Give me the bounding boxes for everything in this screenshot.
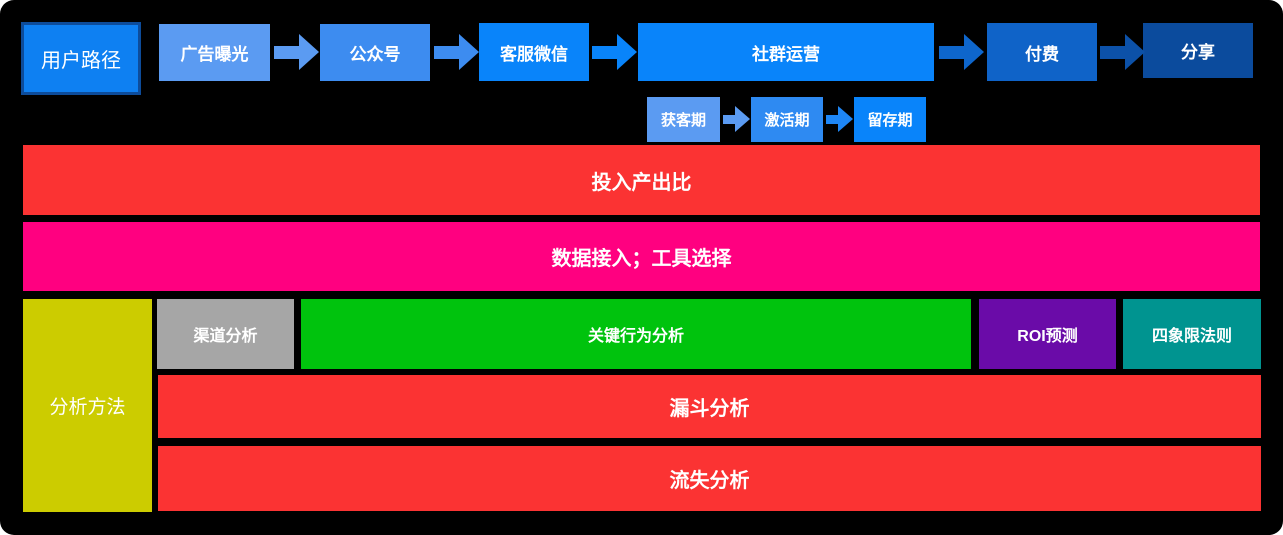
arrow-head <box>1125 34 1145 70</box>
phase-retention: 留存期 <box>854 97 926 142</box>
arrow-tail <box>723 114 735 124</box>
analysis-methods-title: 分析方法 <box>23 299 152 512</box>
arrow-tail <box>434 45 459 59</box>
arrow-tail <box>592 45 617 59</box>
arrow-head <box>735 106 750 132</box>
arrow-head <box>459 34 479 70</box>
flow-arrow-icon <box>939 34 984 70</box>
arrow-tail <box>1100 45 1125 59</box>
step-community-operation: 社群运营 <box>638 23 934 81</box>
flow-arrow-icon <box>1100 34 1145 70</box>
bar-input-output-ratio: 投入产出比 <box>23 145 1260 215</box>
step-share: 分享 <box>1143 23 1253 78</box>
phase-arrow-icon <box>826 106 853 132</box>
phase-activation: 激活期 <box>751 97 823 142</box>
bar-data-access-tool-selection: 数据接入；工具选择 <box>23 222 1260 291</box>
step-official-account: 公众号 <box>320 24 430 81</box>
step-payment: 付费 <box>987 23 1097 81</box>
flow-arrow-icon <box>592 34 637 70</box>
arrow-tail <box>939 45 964 59</box>
arrow-head <box>299 34 319 70</box>
phase-arrow-icon <box>723 106 750 132</box>
step-service-wechat: 客服微信 <box>479 23 589 81</box>
flow-arrow-icon <box>274 34 319 70</box>
method-channel-analysis: 渠道分析 <box>157 299 294 369</box>
bar-churn-analysis: 流失分析 <box>158 446 1261 511</box>
phase-acquisition: 获客期 <box>647 97 720 142</box>
method-key-behavior-analysis: 关键行为分析 <box>301 299 971 369</box>
method-roi-prediction: ROI预测 <box>979 299 1116 369</box>
arrow-tail <box>274 45 299 59</box>
user-path-title: 用户路径 <box>21 22 141 95</box>
method-four-quadrant-rule: 四象限法则 <box>1123 299 1261 369</box>
arrow-tail <box>826 114 838 124</box>
bar-funnel-analysis: 漏斗分析 <box>158 375 1261 438</box>
step-ad-exposure: 广告曝光 <box>159 24 270 81</box>
flow-arrow-icon <box>434 34 479 70</box>
arrow-head <box>964 34 984 70</box>
arrow-head <box>838 106 853 132</box>
arrow-head <box>617 34 637 70</box>
